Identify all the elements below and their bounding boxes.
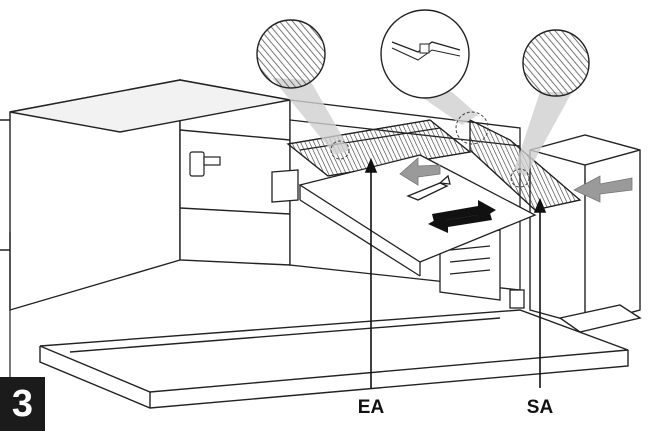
leader-line-ea: [364, 157, 378, 388]
hand-icon: [406, 174, 451, 201]
side-fitting: [189, 151, 221, 177]
label-sa: SA: [527, 397, 554, 418]
step-number: 3: [11, 382, 34, 425]
filter-ea: [286, 119, 472, 177]
ceiling-panel: [39, 309, 629, 409]
label-ea: EA: [358, 397, 385, 418]
magnify-callout-sa: [510, 29, 590, 188]
step-number-badge: 3: [0, 377, 45, 431]
slide-arrows-icon: [428, 200, 496, 233]
magnify-callout-ea: [256, 19, 350, 160]
magnify-callout-hinge: [380, 9, 489, 145]
right-box-unit: [529, 134, 642, 333]
filter-tray: [271, 154, 537, 277]
leader-line-sa: [533, 197, 547, 388]
airflow-arrow-icon: [399, 157, 441, 186]
main-unit-body: [9, 79, 291, 311]
airflow-arrow-icon-right: [573, 175, 633, 203]
